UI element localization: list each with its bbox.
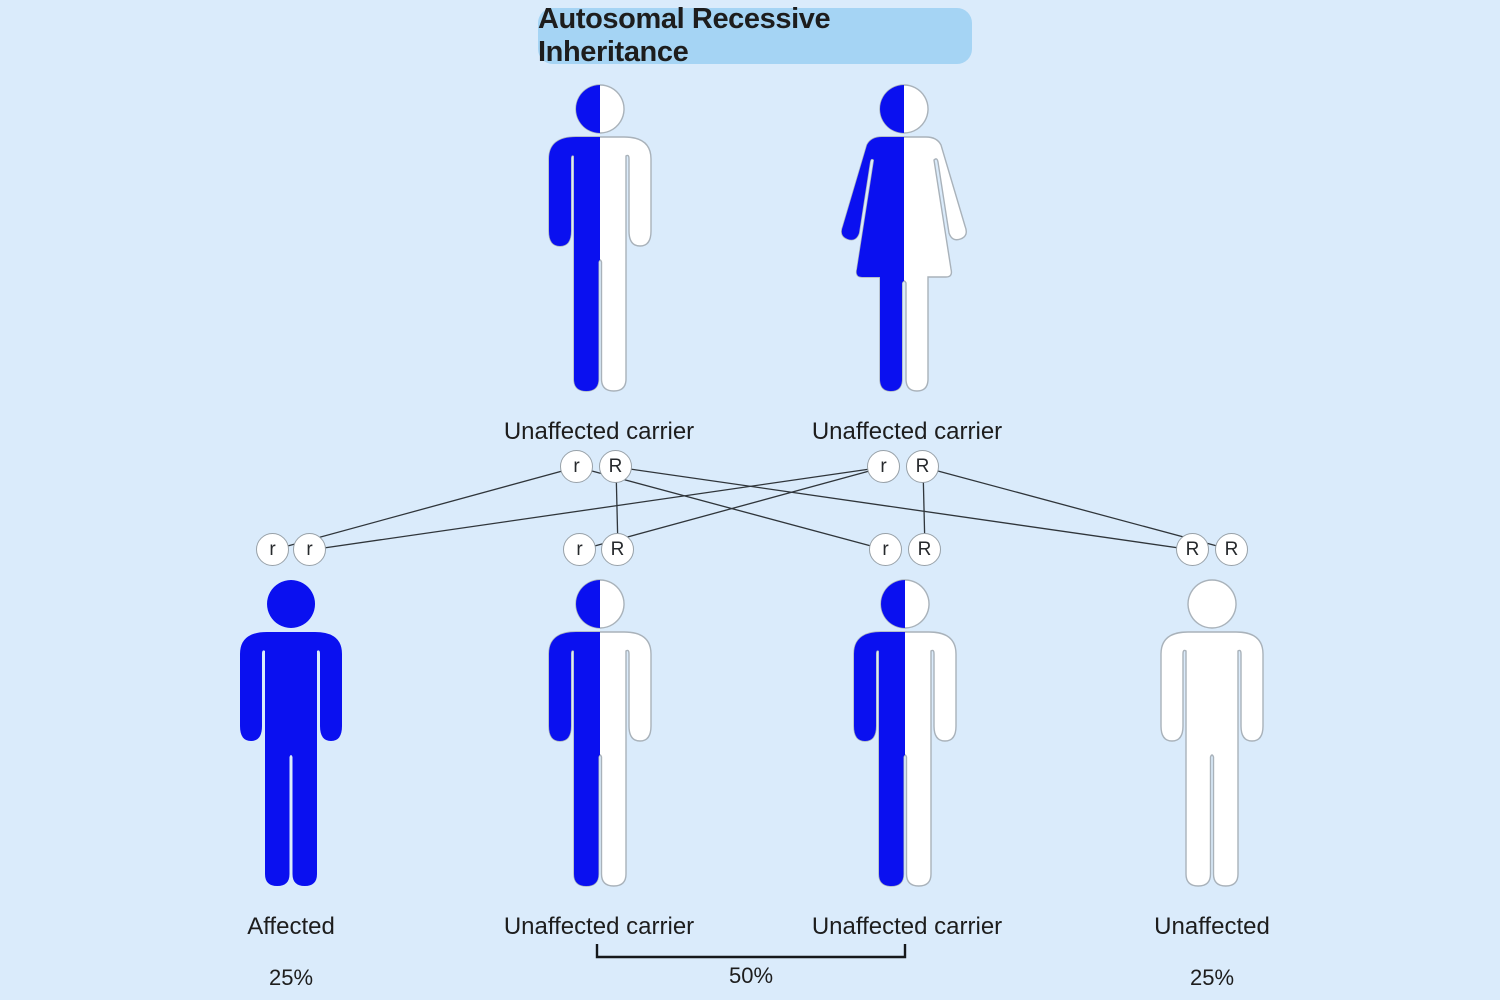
father-label: Unaffected carrier <box>503 418 695 445</box>
allele-circle: R <box>1215 533 1248 566</box>
carrier-percent: 50% <box>728 963 774 988</box>
carrier-group-bracket <box>595 944 907 959</box>
allele-letter: r <box>882 538 889 560</box>
allele-circle: r <box>869 533 902 566</box>
allele-circle: r <box>560 450 593 483</box>
allele-letter: R <box>1185 538 1200 560</box>
title-badge: Autosomal Recessive Inheritance <box>538 3 972 68</box>
allele-circle: r <box>563 533 596 566</box>
affected-percent: 25% <box>268 965 314 990</box>
allele-letter: r <box>880 455 887 477</box>
allele-circle: R <box>1176 533 1209 566</box>
allele-letter: r <box>306 538 313 560</box>
allele-letter: R <box>608 455 623 477</box>
child-carrier-label-2: Unaffected carrier <box>811 913 1003 940</box>
mother-label: Unaffected carrier <box>811 418 1003 445</box>
allele-letter: R <box>610 538 625 560</box>
child-carrier-figure-1 <box>548 579 652 887</box>
inheritance-line <box>615 466 1194 551</box>
inheritance-line <box>309 466 885 551</box>
page-title: Autosomal Recessive Inheritance <box>538 3 831 68</box>
unaffected-percent: 25% <box>1189 965 1235 990</box>
child-affected-label: Affected <box>247 913 335 940</box>
allele-letter: r <box>269 538 276 560</box>
child-carrier-figure-2 <box>853 579 957 887</box>
allele-circle: R <box>601 533 634 566</box>
child-unaffected-figure <box>1160 579 1264 887</box>
allele-circle: R <box>906 450 939 483</box>
allele-circle: R <box>599 450 632 483</box>
allele-letter: R <box>1224 538 1239 560</box>
allele-circle: R <box>908 533 941 566</box>
allele-circle: r <box>256 533 289 566</box>
allele-circle: r <box>293 533 326 566</box>
allele-circle: r <box>867 450 900 483</box>
allele-letter: r <box>573 455 580 477</box>
allele-letter: R <box>917 538 932 560</box>
allele-letter: R <box>915 455 930 477</box>
mother-carrier-figure <box>841 84 967 392</box>
allele-letter: r <box>576 538 583 560</box>
father-carrier-figure <box>548 84 652 392</box>
child-affected-figure <box>240 580 342 886</box>
child-carrier-label-1: Unaffected carrier <box>503 913 695 940</box>
child-unaffected-label: Unaffected <box>1154 913 1270 940</box>
